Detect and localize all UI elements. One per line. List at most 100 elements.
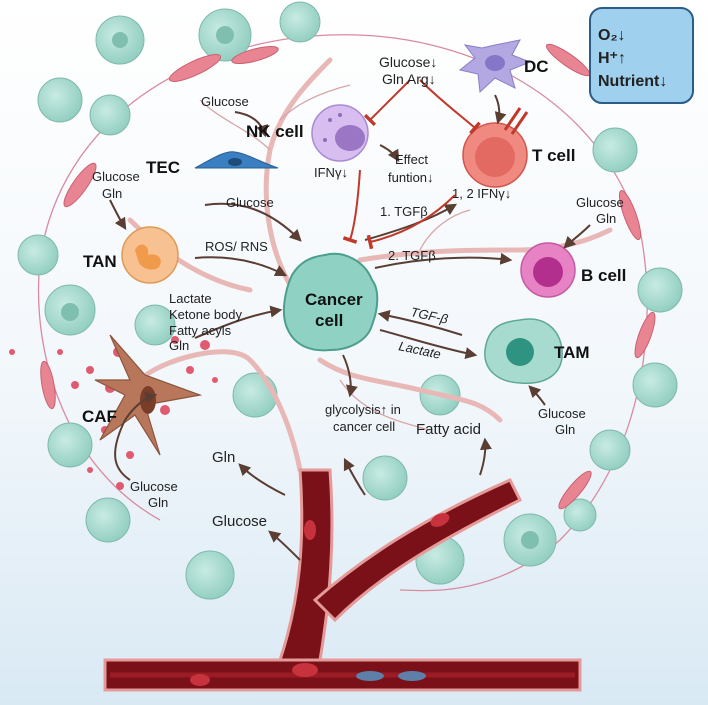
- tec-cell: [194, 151, 279, 169]
- environment-legend-box: O₂↓ H⁺↑ Nutrient↓: [589, 7, 694, 104]
- label-t-cell: T cell: [532, 146, 575, 165]
- label-tam: TAM: [554, 343, 590, 362]
- arrow-glucose-tec-to-cancer: [204, 202, 302, 242]
- label-nk-cell: NK cell: [246, 122, 304, 141]
- text-caf-gln: Gln: [169, 338, 189, 353]
- tumor-cell: [47, 422, 93, 468]
- pericytes: [40, 43, 656, 510]
- arrow-tgf-to-b: [374, 252, 513, 269]
- text-effect-2: funtion↓: [388, 170, 434, 185]
- red-blood-cell: [190, 674, 210, 686]
- text-ros: ROS/ RNS: [205, 239, 268, 254]
- label-dc: DC: [524, 57, 549, 76]
- arrow-vessel-glucose: [268, 530, 301, 561]
- text-glycolysis-1: glycolysis↑ in: [325, 402, 401, 417]
- tumor-cell: [232, 372, 278, 418]
- arrow-fatty-acid: [479, 437, 492, 476]
- text-dc-gln-arg: Gln Arg↓: [382, 71, 436, 87]
- tumor-cell: [563, 498, 597, 532]
- tumor-cell: [198, 8, 252, 62]
- text-vessel-glucose: Glucose: [212, 513, 267, 530]
- text-tec-glucose: Glucose: [226, 195, 274, 210]
- arrow-glucose-to-tan: [109, 199, 127, 231]
- tumor-cell: [589, 429, 631, 471]
- interaction-arrows: [109, 94, 591, 561]
- tumor-cell: [632, 362, 678, 408]
- tumor-cell: [44, 284, 96, 336]
- tumor-cell: [362, 455, 408, 501]
- label-cancer-line1: Cancer: [305, 290, 363, 309]
- inhibit-dc-to-t: [419, 79, 481, 135]
- pericyte: [558, 470, 592, 510]
- text-tan-gln: Gln: [102, 186, 122, 201]
- text-nk-glucose: Glucose: [201, 94, 249, 109]
- tumor-cell: [592, 127, 638, 173]
- text-ifn-nk: IFNγ↓: [314, 165, 348, 180]
- text-caf-ketone: Ketone body: [169, 307, 243, 322]
- text-caf-glucose: Glucose: [130, 479, 178, 494]
- nk-cell: [311, 104, 369, 162]
- tumor-cell: [279, 1, 321, 43]
- endothelial-cell: [398, 671, 426, 681]
- inhibit-t-to-cancer: [366, 194, 456, 250]
- tumor-cell: [37, 77, 83, 123]
- inhibit-dc-to-nk: [363, 79, 411, 127]
- text-tgf-1: 1. TGFβ: [380, 204, 428, 219]
- pericyte: [634, 311, 656, 359]
- arrow-glucose-to-nk: [234, 111, 268, 138]
- label-tec: TEC: [146, 158, 180, 177]
- red-blood-cell: [304, 520, 316, 540]
- pericyte: [63, 162, 97, 208]
- text-vessel-gln: Gln: [212, 449, 235, 466]
- arrow-glucose-to-tam: [528, 385, 546, 406]
- inhibition-lines: [342, 79, 481, 250]
- pericyte: [231, 46, 279, 64]
- arrow-vessel-gln: [238, 463, 286, 496]
- blood-vessel: [103, 468, 582, 692]
- dc-cell: [458, 39, 532, 94]
- text-glycolysis-2: cancer cell: [333, 419, 395, 434]
- cancer-cell: [282, 252, 379, 352]
- tumor-cell: [17, 234, 59, 276]
- tumor-cell: [637, 267, 683, 313]
- label-cancer-line2: cell: [315, 311, 343, 330]
- text-tam-gln: Gln: [555, 422, 575, 437]
- pericyte: [618, 189, 642, 241]
- tam-cell: [484, 318, 563, 384]
- legend-nutrient: Nutrient↓: [598, 73, 667, 90]
- text-tan-glucose: Glucose: [92, 169, 140, 184]
- caf-secretion-dots: [9, 336, 218, 490]
- arrow-effect-function: [379, 144, 400, 163]
- b-cell: [520, 242, 576, 298]
- text-dc-glucose: Glucose↓: [379, 54, 437, 70]
- text-fatty-acid: Fatty acid: [416, 421, 481, 438]
- tumor-cell: [503, 513, 557, 567]
- legend-hydrogen: H⁺↑: [598, 50, 626, 67]
- arrow-tgfb-tam-to-cancer: [377, 309, 463, 336]
- text-caf-lactate: Lactate: [169, 291, 212, 306]
- tumor-cell: [95, 15, 145, 65]
- arrow-caf-to-cancer: [194, 305, 283, 339]
- text-b-glucose: Glucose: [576, 195, 624, 210]
- arrow-cancer-glycolysis: [342, 354, 358, 398]
- tcr-receptor: [503, 107, 529, 135]
- tumor-cell: [85, 497, 131, 543]
- pericyte: [168, 54, 222, 82]
- legend-oxygen: O₂↓: [598, 27, 626, 44]
- vessel-branch: [312, 478, 523, 623]
- tumor-cell: [185, 550, 235, 600]
- label-caf: CAF: [82, 407, 117, 426]
- text-b-gln: Gln: [596, 211, 616, 226]
- endothelial-cell: [356, 671, 384, 681]
- pericyte: [40, 360, 56, 410]
- text-caf-gln-in: Gln: [148, 495, 168, 510]
- arrow-vessel-up: [343, 457, 366, 496]
- arrow-tgf-to-t: [364, 203, 458, 241]
- arrow-glucose-to-caf: [114, 392, 158, 481]
- tumor-cell: [134, 304, 176, 346]
- red-blood-cell: [430, 513, 450, 527]
- label-tan: TAN: [83, 252, 117, 271]
- red-blood-cell: [292, 663, 318, 677]
